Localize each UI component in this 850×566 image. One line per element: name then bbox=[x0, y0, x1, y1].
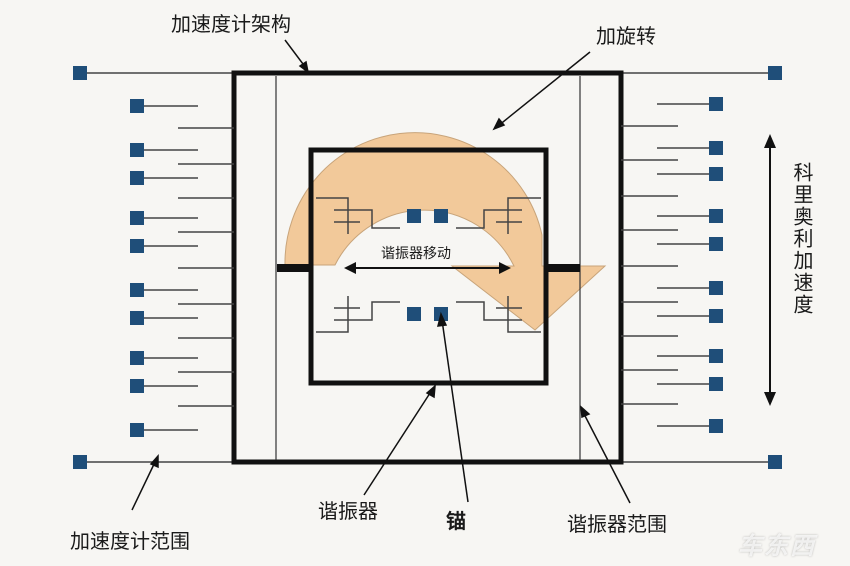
resonator-motion-label: 谐振器移动 bbox=[381, 246, 451, 262]
comb-pad bbox=[709, 349, 723, 363]
comb-pad bbox=[709, 419, 723, 433]
inner-comb-bottom-right bbox=[456, 296, 541, 333]
comb-pad bbox=[130, 283, 144, 297]
comb-pad bbox=[709, 209, 723, 223]
anchor-pad bbox=[434, 209, 448, 223]
comb-pad bbox=[130, 311, 144, 325]
inner-comb-top-right bbox=[456, 197, 541, 234]
comb-pad bbox=[130, 171, 144, 185]
accelerometer-frame-label: 加速度计架构 bbox=[171, 12, 291, 36]
watermark-logo: 车东西 bbox=[738, 532, 816, 560]
comb-pad bbox=[709, 237, 723, 251]
resonator-label: 谐振器 bbox=[318, 499, 378, 523]
rotation-arrow-shape bbox=[284, 132, 607, 331]
outer-comb-group bbox=[73, 66, 782, 469]
anchor-label: 锚 bbox=[446, 509, 466, 533]
resonator-motion-arrow bbox=[344, 262, 511, 274]
comb-pad bbox=[130, 351, 144, 365]
comb-pad bbox=[130, 211, 144, 225]
pointer-lines bbox=[131, 39, 631, 511]
rail-end-pad bbox=[73, 66, 87, 80]
resonator-range-label: 谐振器范围 bbox=[567, 512, 667, 536]
rail-end-pad bbox=[768, 455, 782, 469]
comb-pad bbox=[130, 239, 144, 253]
inner-comb-top-left bbox=[316, 197, 400, 234]
anchor-pad bbox=[407, 209, 421, 223]
coriolis-arrow bbox=[764, 134, 776, 406]
comb-pad bbox=[709, 167, 723, 181]
comb-pad bbox=[709, 141, 723, 155]
anchor-pad bbox=[407, 307, 421, 321]
comb-pad bbox=[709, 377, 723, 391]
comb-pad bbox=[709, 97, 723, 111]
inner-comb-bottom-left bbox=[316, 296, 400, 333]
comb-pad bbox=[130, 379, 144, 393]
rail-end-pad bbox=[768, 66, 782, 80]
comb-pad bbox=[130, 423, 144, 437]
comb-pad bbox=[709, 281, 723, 295]
comb-pad bbox=[130, 143, 144, 157]
comb-pad bbox=[130, 99, 144, 113]
comb-pad bbox=[709, 309, 723, 323]
rail-end-pad bbox=[73, 455, 87, 469]
rotation-label: 加旋转 bbox=[596, 24, 656, 48]
accelerometer-range-label: 加速度计范围 bbox=[70, 529, 190, 553]
coriolis-acceleration-label: 科里奥利加速度 bbox=[790, 162, 814, 316]
